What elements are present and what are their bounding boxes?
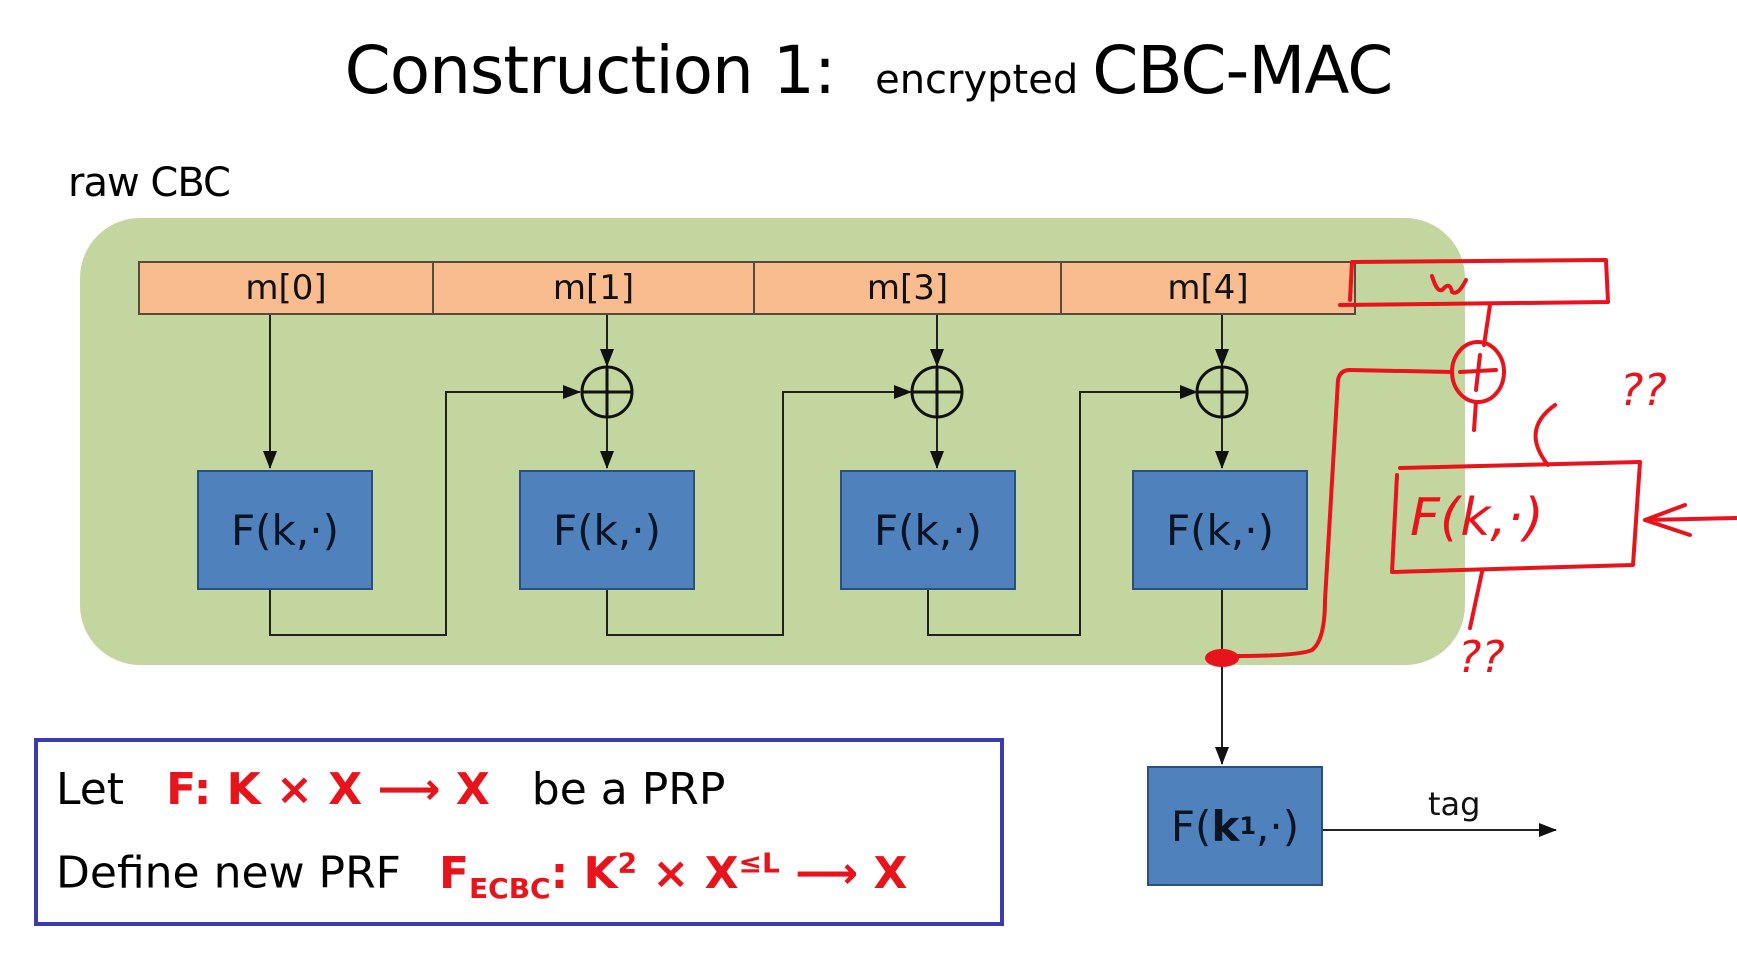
xor-gate — [1195, 365, 1249, 419]
message-blocks: m[0] m[1] m[3] m[4] — [138, 261, 1356, 315]
annotation-wire-w — [1482, 303, 1492, 347]
definition-line-1: Let F: K × X ⟶ X be a PRP — [56, 764, 725, 815]
definition-box: Let F: K × X ⟶ X be a PRP Define new PRF… — [34, 738, 1004, 926]
final-prf-prefix: F( — [1170, 801, 1212, 851]
def-prp-suffix: be a PRP — [531, 764, 726, 815]
annotation-prf-box — [1390, 460, 1642, 574]
def-range: ⟶ X — [779, 847, 908, 899]
annotation-dot — [1205, 649, 1239, 667]
prf-box: F(k,·) — [519, 470, 695, 590]
annotation-wire-xor-box — [1472, 400, 1478, 432]
wire-chain-3 — [927, 385, 1198, 636]
wire-chain-2 — [606, 385, 912, 636]
annotation-question-top: ?? — [1620, 365, 1667, 416]
def-k: : K — [550, 847, 618, 899]
prf-box: F(k,·) — [840, 470, 1016, 590]
message-block: m[4] — [1167, 268, 1249, 308]
def-f: F — [438, 847, 470, 899]
annotation-w-letter — [1430, 274, 1468, 295]
title-end: CBC-MAC — [1092, 32, 1393, 109]
message-block: m[0] — [140, 263, 434, 313]
final-prf-suffix: ,·) — [1256, 801, 1300, 851]
def-ecbc-formula: FECBC: K2 × X≤L ⟶ X — [438, 846, 908, 904]
wire-chain-1 — [269, 385, 581, 636]
annotation-chain-wire — [1230, 368, 1454, 658]
xor-gate — [910, 365, 964, 419]
section-label: raw CBC — [68, 160, 231, 206]
annotation-box-label: F(k,·) — [1410, 488, 1544, 548]
def-let: Let — [56, 764, 125, 815]
def-prp-formula: F: K × X ⟶ X — [166, 764, 490, 815]
def-x: × X — [637, 847, 739, 899]
def-f-sub: ECBC — [469, 871, 551, 905]
title-qualifier: encrypted — [875, 57, 1079, 103]
handwritten-annotations — [1230, 258, 1737, 658]
def-x-sup: ≤L — [738, 846, 780, 879]
message-block: m[3] — [755, 263, 1062, 313]
annotation-arrow — [1643, 503, 1737, 537]
annotation-extra-block — [1338, 258, 1610, 307]
prf-box: F(k,·) — [1132, 470, 1308, 590]
tag-label: tag — [1428, 785, 1481, 823]
final-prf-key: k — [1211, 801, 1240, 851]
def-define: Define new PRF — [56, 847, 401, 899]
title-main: Construction 1: — [344, 32, 836, 109]
prf-box: F(k,·) — [197, 470, 373, 590]
definition-line-2: Define new PRF FECBC: K2 × X≤L ⟶ X — [56, 846, 907, 904]
slide-title: Construction 1: encrypted CBC-MAC — [0, 32, 1737, 109]
message-block: m[1] — [434, 263, 755, 313]
def-k-sup: 2 — [617, 846, 638, 879]
final-prf-key-sub: 1 — [1239, 812, 1257, 840]
annotation-question-bottom: ?? — [1458, 632, 1505, 683]
xor-gate — [580, 365, 634, 419]
